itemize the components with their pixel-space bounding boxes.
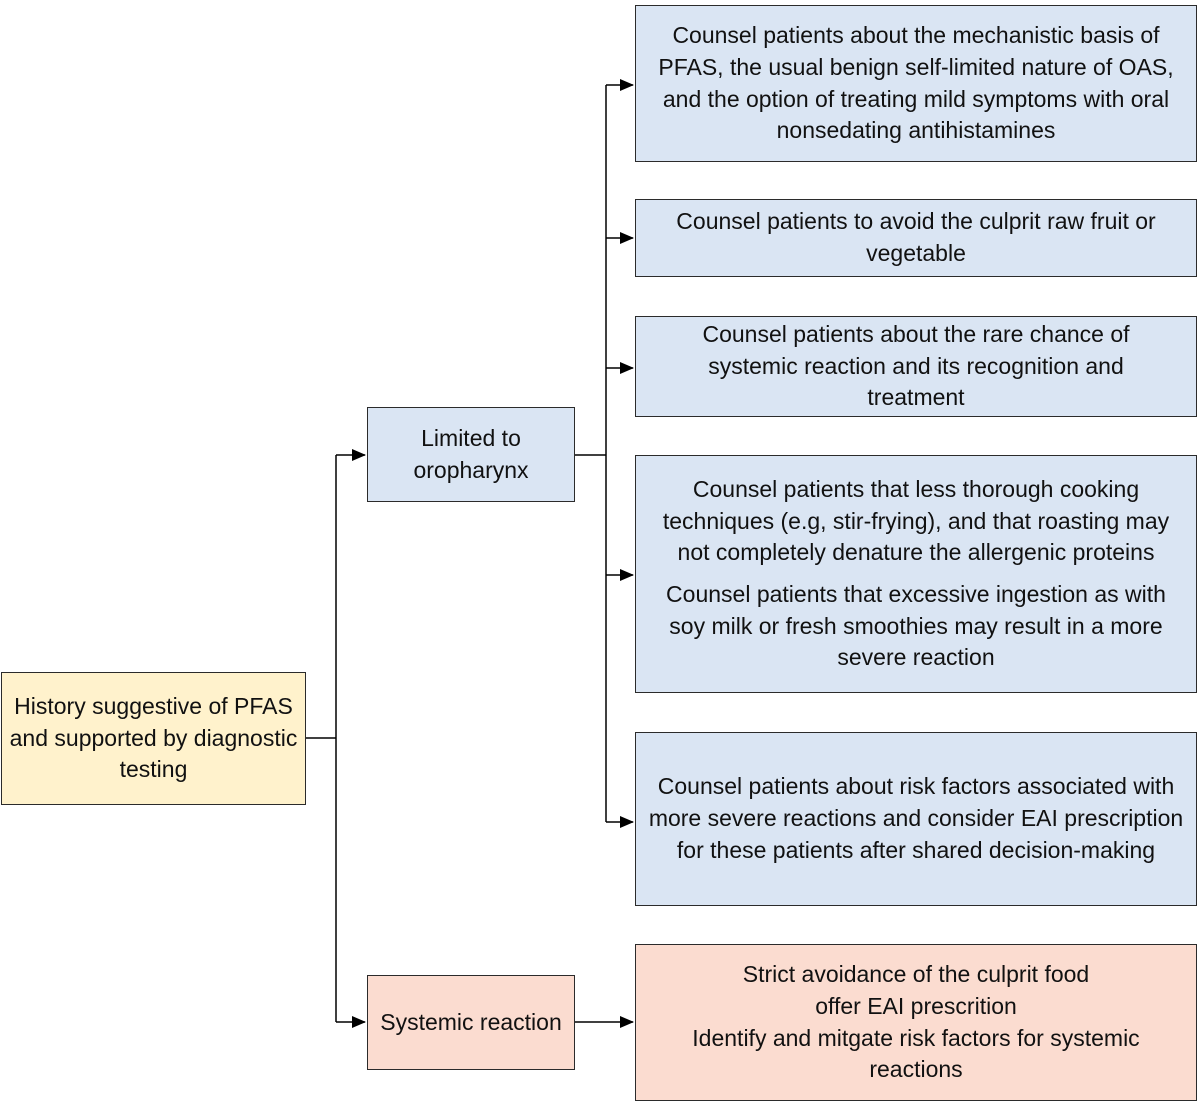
systemic-outcome-line-1: Strict avoidance of the culprit food: [742, 961, 1090, 988]
limited-to-oropharynx-box: Limited to oropharynx: [367, 407, 575, 502]
outcome-text-1: Counsel patients about the mechanistic b…: [658, 22, 1174, 144]
outcome-box-3: Counsel patients about the rare chance o…: [635, 316, 1197, 417]
limited-label: Limited to oropharynx: [413, 424, 529, 483]
root-label: History suggestive of PFAS and supported…: [9, 692, 298, 783]
outcome-box-5: Counsel patients about risk factors asso…: [635, 732, 1197, 906]
outcome-text-2: Counsel patients to avoid the culprit ra…: [676, 208, 1156, 266]
outcome-text-4b: Counsel patients that excessive ingestio…: [666, 581, 1166, 671]
outcome-box-2: Counsel patients to avoid the culprit ra…: [635, 199, 1197, 277]
root-box: History suggestive of PFAS and supported…: [1, 672, 306, 805]
systemic-reaction-box: Systemic reaction: [367, 975, 575, 1070]
systemic-label: Systemic reaction: [380, 1008, 562, 1035]
outcome-box-1: Counsel patients about the mechanistic b…: [635, 5, 1197, 162]
systemic-outcome-line-2: offer EAI prescrition: [815, 992, 1017, 1019]
outcome-text-4a: Counsel patients that less thorough cook…: [662, 475, 1170, 566]
systemic-outcome-box: Strict avoidance of the culprit food off…: [635, 944, 1197, 1101]
outcome-text-3: Counsel patients about the rare chance o…: [702, 320, 1130, 411]
outcome-text-5: Counsel patients about risk factors asso…: [648, 773, 1184, 863]
systemic-outcome-line-3: Identify and mitgate risk factors for sy…: [692, 1024, 1140, 1083]
outcome-box-4: Counsel patients that less thorough cook…: [635, 455, 1197, 693]
